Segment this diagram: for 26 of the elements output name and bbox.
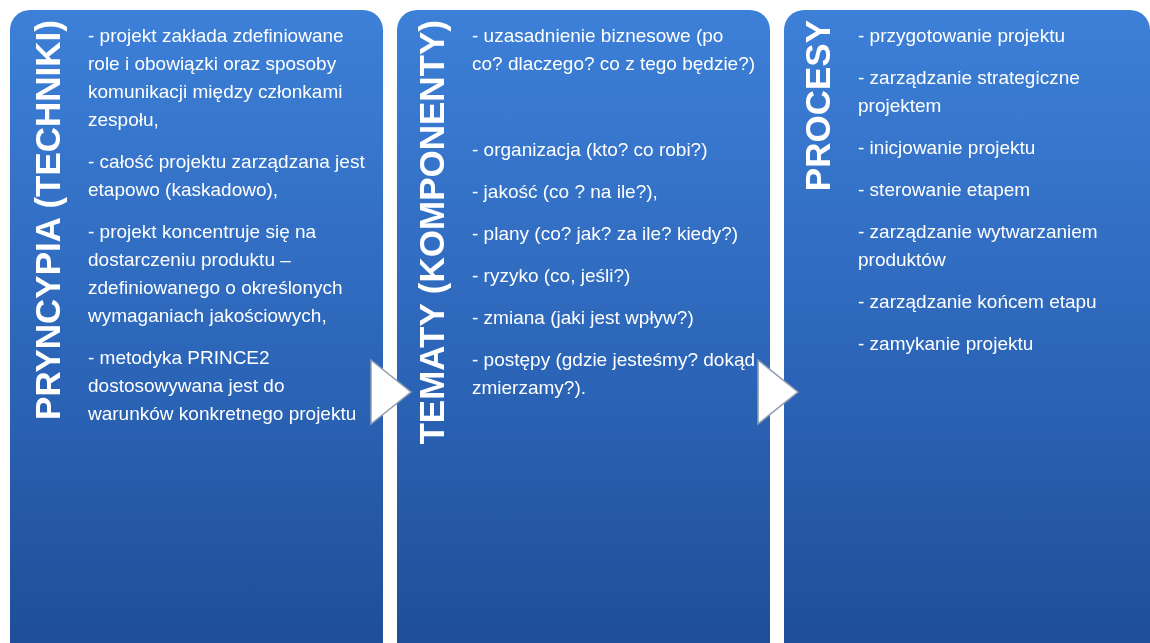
column-panel	[397, 10, 770, 643]
column-panel	[10, 10, 383, 643]
bullet-text: - przygotowanie projektu	[858, 24, 1066, 48]
chevron-arrow	[757, 359, 799, 425]
chevron-arrow	[370, 359, 412, 425]
column-title: PROCESY	[800, 20, 835, 192]
bullet-text: - sterowanie etapem	[858, 178, 1032, 202]
bullet-text: - postępy (gdzie jesteśmy? dokąd zmierzamy?).	[472, 348, 757, 400]
bullet-text: - projekt zakłada zdefiniowane role i obowiązki oraz sposoby komunikacji między członkami zespołu,	[88, 24, 345, 132]
bullet-text: - zamykanie projektu	[858, 332, 1035, 356]
bullet-text: - całość projektu zarządzana jest etapowo (kaskadowo),	[88, 150, 366, 202]
column-title: TEMATY (KOMPONENTY)	[414, 20, 449, 445]
bullet-text: - uzasadnienie biznesowe (po co? dlaczego? co z tego będzie?)	[472, 24, 757, 76]
column-title: PRYNCYPIA (TECHNIKI)	[30, 20, 65, 420]
bullet-text: - zarządzanie końcem etapu	[858, 290, 1098, 314]
bullet-text: - zarządzanie wytwarzaniem produktów	[858, 220, 1099, 272]
bullet-text: - projekt koncentruje się na dostarczeniu produktu – zdefiniowanego o określonych wymaganiach jakościowych,	[88, 220, 344, 328]
bullet-text: - zarządzanie strategiczne projektem	[858, 66, 1081, 118]
bullet-text: - jakość (co ? na ile?),	[472, 180, 659, 204]
bullet-text: - zmiana (jaki jest wpływ?)	[472, 306, 695, 330]
bullet-text: - inicjowanie projektu	[858, 136, 1037, 160]
bullet-text: - plany (co? jak? za ile? kiedy?)	[472, 222, 740, 246]
bullet-text: - organizacja (kto? co robi?)	[472, 138, 709, 162]
bullet-text: - ryzyko (co, jeśli?)	[472, 264, 632, 288]
column-panel	[784, 10, 1150, 643]
bullet-text: - metodyka PRINCE2 dostosowywana jest do warunków konkretnego projektu	[88, 346, 358, 426]
